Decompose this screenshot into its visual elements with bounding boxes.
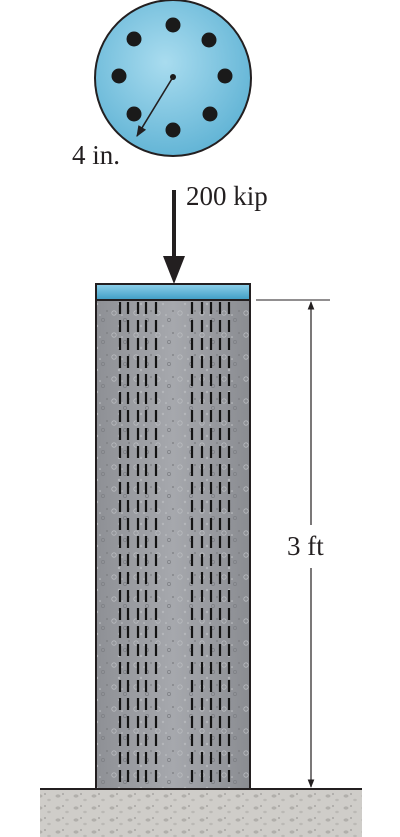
load-label: 200 kip xyxy=(186,181,268,211)
load-arrow-head xyxy=(163,256,185,284)
rebar-lines xyxy=(118,302,231,788)
ground xyxy=(40,788,362,837)
height-dimension xyxy=(256,299,330,788)
rebar-dot xyxy=(126,31,142,47)
ground-texture xyxy=(40,789,362,837)
column xyxy=(95,283,251,790)
rebar-dot xyxy=(165,122,181,138)
cross-section xyxy=(94,0,252,157)
rebar-dot xyxy=(201,32,217,48)
radius-arrow xyxy=(136,76,174,137)
rebar-dot xyxy=(202,106,218,122)
column-texture xyxy=(96,300,250,789)
height-label: 3 ft xyxy=(287,531,324,561)
load-arrow xyxy=(163,190,185,284)
radius-label: 4 in. xyxy=(72,140,120,170)
rebar-dot xyxy=(217,68,233,84)
rebar-dot xyxy=(165,17,181,33)
rebar-dot xyxy=(126,106,142,122)
rebar-dots xyxy=(111,17,233,138)
rebar-dot xyxy=(111,68,127,84)
column-cap xyxy=(95,283,251,301)
